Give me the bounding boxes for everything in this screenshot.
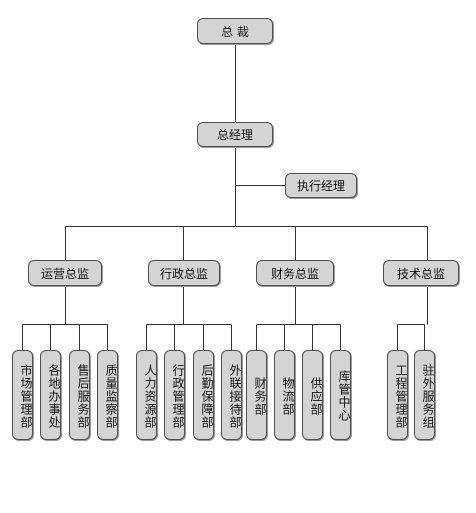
dept-label: 后勤保障部 [200, 363, 214, 429]
gm-label: 总经理 [216, 128, 253, 142]
exec-manager-box: 执行经理 [285, 173, 357, 198]
dept-label: 物流部 [281, 376, 295, 416]
ceo-label: 总 裁 [221, 24, 249, 39]
dept-box: 行政管理部 [164, 350, 185, 440]
dept-label: 供应部 [309, 376, 323, 416]
dept-label: 库管中心 [337, 370, 351, 422]
dept-label: 行政管理部 [171, 363, 185, 429]
dept-box: 工程管理部 [387, 350, 408, 440]
dept-box: 供应部 [302, 350, 323, 440]
director-finance-box: 财务总监 [256, 260, 334, 286]
dept-box: 市场管理部 [12, 350, 33, 440]
director-tech-box: 技术总监 [383, 260, 459, 286]
dept-label: 工程管理部 [394, 363, 408, 429]
director-tech-label: 技术总监 [396, 266, 445, 281]
director-finance-label: 财务总监 [270, 266, 319, 281]
dept-box: 库管中心 [330, 350, 351, 440]
dept-label: 财务部 [253, 376, 267, 416]
dept-box: 外联接待部 [221, 350, 242, 440]
dept-label: 质量监察部 [104, 363, 118, 429]
gm-box: 总经理 [197, 122, 273, 147]
director-ops-box: 运营总监 [28, 260, 102, 286]
dept-box: 各地办事处 [40, 350, 61, 440]
dept-box: 物流部 [274, 350, 295, 440]
dept-box: 后勤保障部 [193, 350, 214, 440]
exec-manager-label: 执行经理 [296, 179, 345, 193]
dept-label: 人力资源部 [143, 363, 157, 429]
dept-box: 质量监察部 [97, 350, 118, 440]
dept-label: 驻外服务组 [421, 363, 435, 429]
director-admin-label: 行政总监 [159, 266, 208, 281]
dept-box: 售后服务部 [69, 350, 90, 440]
dept-label: 售后服务部 [76, 363, 90, 429]
dept-label: 市场管理部 [19, 363, 33, 429]
dept-box: 人力资源部 [136, 350, 157, 440]
dept-box: 财务部 [246, 350, 267, 440]
dept-box: 驻外服务组 [414, 350, 435, 440]
ceo-box: 总 裁 [197, 18, 273, 44]
dept-label: 各地办事处 [47, 363, 61, 429]
director-admin-box: 行政总监 [148, 260, 220, 286]
director-ops-label: 运营总监 [40, 266, 89, 281]
dept-label: 外联接待部 [228, 363, 242, 429]
